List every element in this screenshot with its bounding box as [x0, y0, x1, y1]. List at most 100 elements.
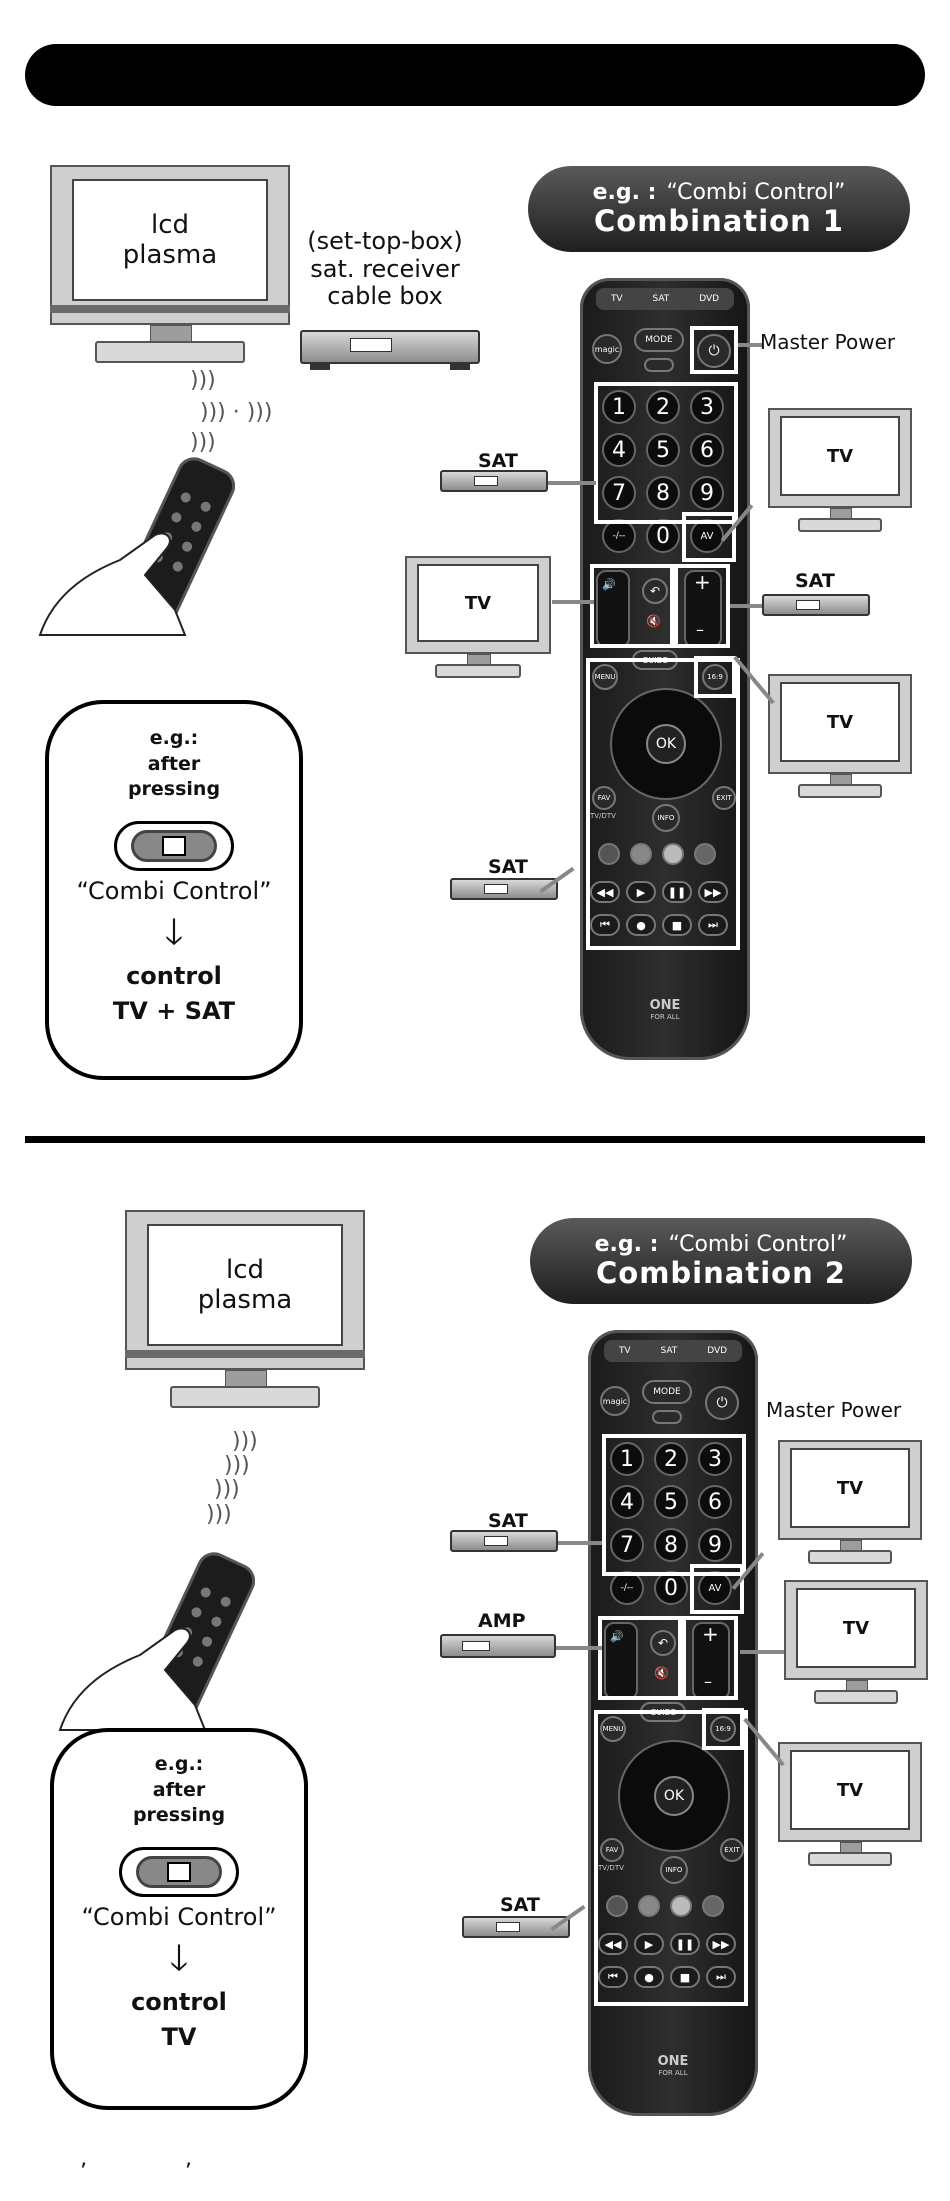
key-8[interactable]: 8: [646, 476, 680, 510]
tv-channel-illustration: TV: [784, 1580, 928, 1706]
exit-button[interactable]: EXIT: [712, 786, 736, 810]
rewind-button[interactable]: ◀◀: [598, 1933, 628, 1955]
ok-button[interactable]: OK: [654, 1776, 694, 1816]
key-7[interactable]: 7: [602, 476, 636, 510]
pause-button[interactable]: ❚❚: [670, 1933, 700, 1955]
highlight-numbers: [602, 1434, 746, 1576]
mute-icon[interactable]: 🔇: [646, 614, 661, 628]
rewind-button[interactable]: ◀◀: [590, 881, 620, 903]
ok-button[interactable]: OK: [646, 724, 686, 764]
large-tv-illustration: lcd plasma: [50, 165, 290, 365]
key-4[interactable]: 4: [602, 433, 636, 467]
play-button[interactable]: ▶: [634, 1933, 664, 1955]
key-1[interactable]: 1: [602, 390, 636, 424]
stop-button[interactable]: ■: [662, 914, 692, 936]
menu-button[interactable]: MENU: [592, 664, 618, 690]
power-icon: ⏻: [716, 1395, 728, 1411]
key-3[interactable]: 3: [698, 1442, 732, 1476]
signal-waves-icon: )))))))))))): [206, 1429, 258, 1527]
key-4[interactable]: 4: [610, 1485, 644, 1519]
tab-tv[interactable]: TV: [610, 294, 623, 304]
highlight-av: [682, 512, 736, 562]
volume-rocker[interactable]: [604, 1622, 638, 1700]
exit-button[interactable]: EXIT: [720, 1838, 744, 1862]
tab-sat[interactable]: SAT: [660, 1346, 678, 1356]
yellow-button[interactable]: [662, 843, 684, 865]
back-button[interactable]: ↶: [642, 578, 668, 604]
brand-logo: ONE FOR ALL: [649, 998, 681, 1021]
fav-button[interactable]: FAV: [592, 786, 616, 810]
green-button[interactable]: [638, 1895, 660, 1917]
key-7[interactable]: 7: [610, 1528, 644, 1562]
key-5[interactable]: 5: [654, 1485, 688, 1519]
key-8[interactable]: 8: [654, 1528, 688, 1562]
red-button[interactable]: [598, 843, 620, 865]
forward-button[interactable]: ▶▶: [698, 881, 728, 903]
header-bar: [25, 44, 925, 106]
key-2[interactable]: 2: [646, 390, 680, 424]
key-2[interactable]: 2: [654, 1442, 688, 1476]
combi-control-info-box: e.g.: after pressing “Combi Control” 🡓 c…: [45, 700, 303, 1080]
eg-prefix: e.g. :: [594, 1231, 659, 1257]
large-tv-illustration: lcd plasma: [125, 1210, 365, 1410]
aspect-button[interactable]: 16:9: [702, 664, 728, 690]
play-button[interactable]: ▶: [626, 881, 656, 903]
channel-rocker[interactable]: [684, 570, 722, 648]
record-button[interactable]: ●: [634, 1966, 664, 1988]
tab-dvd[interactable]: DVD: [699, 294, 720, 304]
yellow-button[interactable]: [670, 1895, 692, 1917]
tv-aspect-illustration: TV: [768, 674, 912, 800]
key-dash[interactable]: -/--: [602, 519, 636, 553]
key-9[interactable]: 9: [698, 1528, 732, 1562]
info-control: control: [131, 1987, 227, 2016]
magic-button[interactable]: magic: [600, 1386, 630, 1416]
info-control: control: [126, 961, 222, 990]
key-3[interactable]: 3: [690, 390, 724, 424]
key-6[interactable]: 6: [690, 433, 724, 467]
prev-button[interactable]: ⏮: [590, 914, 620, 936]
mode-button[interactable]: MODE: [634, 328, 684, 352]
remote-control-2: TV SAT DVD magic MODE ⏻ 1 2 3 4 5 6 7 8 …: [588, 1330, 758, 2116]
key-0[interactable]: 0: [654, 1571, 688, 1605]
magic-button[interactable]: magic: [592, 334, 622, 364]
info-combi-label: “Combi Control”: [76, 876, 272, 905]
record-button[interactable]: ●: [626, 914, 656, 936]
info-button[interactable]: INFO: [660, 1856, 688, 1884]
blue-button[interactable]: [702, 1895, 724, 1917]
key-0[interactable]: 0: [646, 519, 680, 553]
tab-sat[interactable]: SAT: [652, 294, 670, 304]
key-dash[interactable]: -/--: [610, 1571, 644, 1605]
volume-rocker[interactable]: [596, 570, 630, 648]
power-button[interactable]: ⏻: [697, 334, 731, 368]
menu-button[interactable]: MENU: [600, 1716, 626, 1742]
key-6[interactable]: 6: [698, 1485, 732, 1519]
combi-key[interactable]: [652, 1410, 682, 1424]
key-5[interactable]: 5: [646, 433, 680, 467]
prev-button[interactable]: ⏮: [598, 1966, 628, 1988]
mute-icon[interactable]: 🔇: [654, 1666, 669, 1680]
power-button[interactable]: ⏻: [705, 1386, 739, 1420]
tab-dvd[interactable]: DVD: [707, 1346, 728, 1356]
next-button[interactable]: ⏭: [706, 1966, 736, 1988]
down-arrow-icon: 🡓: [169, 1937, 189, 1979]
fav-button[interactable]: FAV: [600, 1838, 624, 1862]
combination-2-pill: e.g. :“Combi Control” Combination 2: [530, 1218, 912, 1304]
next-button[interactable]: ⏭: [698, 914, 728, 936]
info-eg: e.g.:: [154, 1753, 204, 1775]
key-1[interactable]: 1: [610, 1442, 644, 1476]
combi-key[interactable]: [644, 358, 674, 372]
back-button[interactable]: ↶: [650, 1630, 676, 1656]
red-button[interactable]: [606, 1895, 628, 1917]
forward-button[interactable]: ▶▶: [706, 1933, 736, 1955]
green-button[interactable]: [630, 843, 652, 865]
stop-button[interactable]: ■: [670, 1966, 700, 1988]
remote-control-1: TV SAT DVD magic MODE ⏻ 1 2 3 4 5 6 7 8 …: [580, 278, 750, 1060]
pause-button[interactable]: ❚❚: [662, 881, 692, 903]
mode-button[interactable]: MODE: [642, 1380, 692, 1404]
tab-tv[interactable]: TV: [618, 1346, 631, 1356]
key-av[interactable]: AV: [698, 1571, 732, 1605]
blue-button[interactable]: [694, 843, 716, 865]
aspect-button[interactable]: 16:9: [710, 1716, 736, 1742]
info-button[interactable]: INFO: [652, 804, 680, 832]
key-9[interactable]: 9: [690, 476, 724, 510]
